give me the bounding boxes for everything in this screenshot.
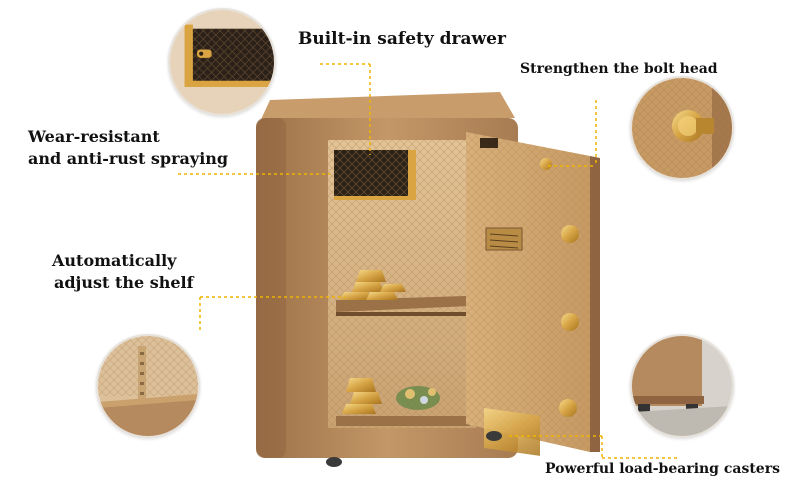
label-bolt-head: Strengthen the bolt head	[520, 61, 718, 77]
label-built-in-drawer: Built-in safety drawer	[298, 29, 506, 49]
bolt-detail-image	[630, 76, 734, 180]
label-shelf-line-1: Automatically	[52, 251, 177, 270]
caster-right	[486, 431, 502, 441]
casters-detail-graphic	[632, 336, 732, 436]
label-wear-line-1: Wear-resistant	[28, 127, 160, 146]
door-bolt-2	[561, 313, 579, 331]
door-keypad	[485, 227, 523, 251]
gold-bars-bottom	[342, 378, 382, 414]
caster-left	[326, 457, 342, 467]
door-bolt-top	[540, 158, 552, 170]
door-vent	[484, 408, 540, 456]
door-bolt-1	[561, 225, 579, 243]
casters-detail-image	[630, 334, 734, 438]
drawer-detail-graphic	[170, 10, 274, 114]
jewelry	[396, 386, 440, 410]
shelf-detail-graphic	[98, 336, 198, 436]
label-wear-line-2: and anti-rust spraying	[28, 149, 229, 168]
safe-top	[258, 92, 515, 126]
shelf-detail-image	[96, 334, 200, 438]
gold-bars-shelf	[340, 270, 406, 300]
door-bolt-3	[559, 399, 577, 417]
label-shelf-line-2: adjust the shelf	[54, 273, 194, 292]
bolt-detail-graphic	[632, 78, 732, 178]
drawer-detail-image	[168, 8, 276, 116]
label-casters: Powerful load-bearing casters	[545, 461, 780, 477]
label-wear-resistant: Wear-resistant and anti-rust spraying	[28, 126, 228, 170]
label-adjust-shelf: Automatically adjust the shelf	[52, 250, 194, 294]
